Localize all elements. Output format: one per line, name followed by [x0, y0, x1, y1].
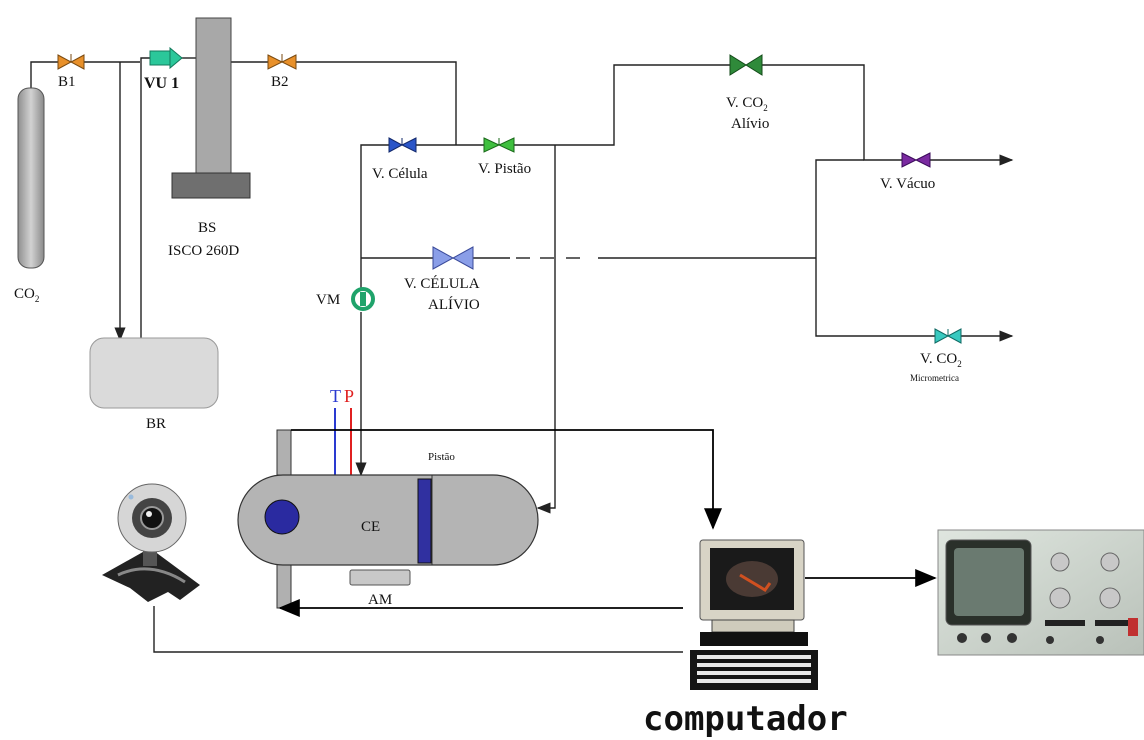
v-vacuo-label: V. Vácuo	[880, 176, 935, 192]
oscilloscope	[938, 530, 1144, 655]
vm-label: VM	[316, 292, 340, 308]
valve-v-celula-alivio[interactable]	[433, 247, 473, 269]
valve-b2[interactable]	[268, 54, 296, 69]
valve-v-vacuo[interactable]	[902, 153, 930, 167]
valve-v-pistao[interactable]	[484, 138, 514, 152]
equilibrium-cell	[238, 475, 538, 565]
v-pistao-label: V. Pistão	[478, 161, 531, 177]
b1-label: B1	[58, 74, 76, 90]
am-label: AM	[368, 592, 392, 608]
valve-v-co2-micrometrica[interactable]	[935, 329, 961, 343]
v-celula-alivio-label: V. CÉLULA	[404, 275, 480, 292]
isco-label: ISCO 260D	[168, 243, 239, 259]
t-label: T	[330, 386, 341, 406]
v-celula-alivio-label-2: ALÍVIO	[428, 296, 480, 313]
magnetic-stirrer	[350, 570, 410, 585]
pistao-label: Pistão	[428, 451, 455, 463]
v-co2-alivio-label-2: Alívio	[731, 116, 769, 132]
ce-label: CE	[361, 519, 380, 535]
co2-label: CO2	[14, 286, 39, 304]
valve-vm[interactable]	[353, 289, 373, 309]
valve-v-co2-alivio[interactable]	[730, 55, 762, 75]
cell-window-bottom	[277, 563, 291, 608]
webcam-cable	[154, 606, 683, 652]
v-co2-alivio-label: V. CO2	[726, 95, 768, 113]
vu1-label: VU 1	[144, 75, 179, 92]
computador-label: computador	[643, 699, 848, 739]
br-label: BR	[146, 416, 166, 432]
valve-b1-left	[58, 55, 71, 69]
bs-label: BS	[198, 220, 216, 236]
valve-v-celula[interactable]	[389, 138, 416, 152]
piston	[418, 479, 431, 563]
v-co2-micro-label-2: Micrometrica	[910, 373, 959, 383]
cell-window-top	[277, 430, 291, 475]
webcam	[102, 484, 200, 602]
valve-b1[interactable]	[58, 54, 84, 69]
br-reservoir	[90, 338, 218, 408]
bs-pump	[172, 18, 250, 198]
valve-vu1[interactable]	[150, 48, 182, 68]
v-co2-micro-label: V. CO2	[920, 351, 962, 369]
p-label: P	[344, 386, 354, 406]
b2-label: B2	[271, 74, 289, 90]
computer	[690, 540, 818, 690]
co2-cylinder	[18, 88, 44, 268]
piping	[31, 58, 1012, 508]
v-celula-label: V. Célula	[372, 166, 428, 182]
